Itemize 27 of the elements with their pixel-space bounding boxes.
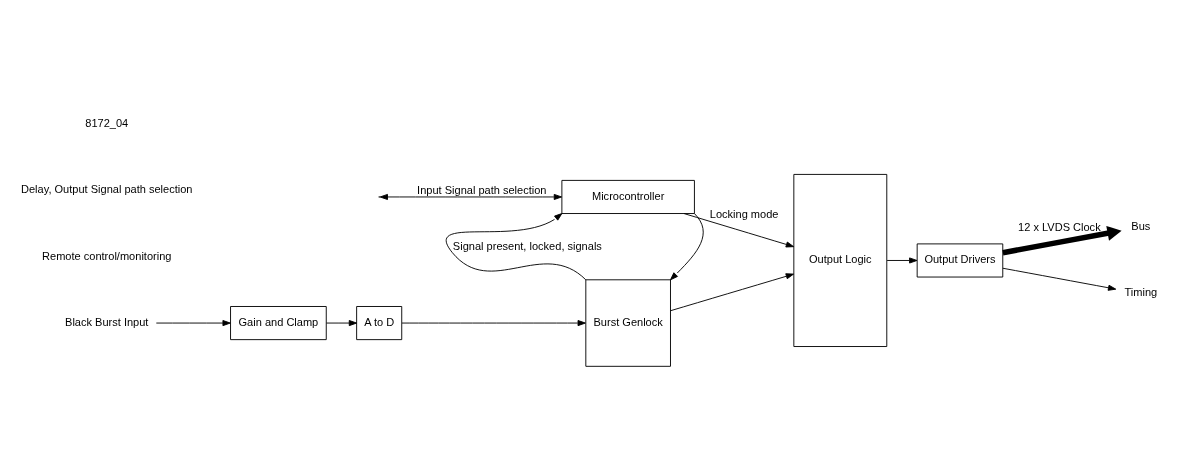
node-box: A to D [356, 306, 403, 341]
arrow [1002, 267, 1117, 291]
label: Delay, Output Signal path selection [20, 183, 193, 196]
arrow [670, 273, 794, 312]
node-box: Output Drivers [916, 243, 1004, 278]
label: Remote control/monitoring [42, 249, 172, 262]
node-box: Output Logic [793, 173, 888, 347]
arrow [683, 213, 795, 248]
node-text: Timing [1124, 286, 1158, 299]
arrow [401, 320, 586, 327]
edge-label: 12 x LVDS Clock [1018, 220, 1101, 233]
node-box: Microcontroller [561, 179, 695, 214]
node-text: Black Burst Input [65, 315, 149, 328]
edge-label: Signal present, locked, signals [452, 239, 602, 252]
node-text: Bus [1131, 220, 1151, 233]
arrow [379, 193, 563, 200]
node-box: Gain and Clamp [230, 306, 327, 341]
edge-label: Input Signal path selection [417, 183, 547, 196]
arrow [886, 257, 918, 264]
arrow [326, 320, 358, 327]
edge-label: Locking mode [709, 207, 779, 220]
arrow [670, 213, 704, 281]
arrow [1002, 225, 1122, 256]
label: 8172_04 [85, 117, 129, 130]
arrow [155, 320, 231, 327]
node-box: Burst Genlock [585, 279, 671, 367]
arrow [445, 213, 587, 281]
